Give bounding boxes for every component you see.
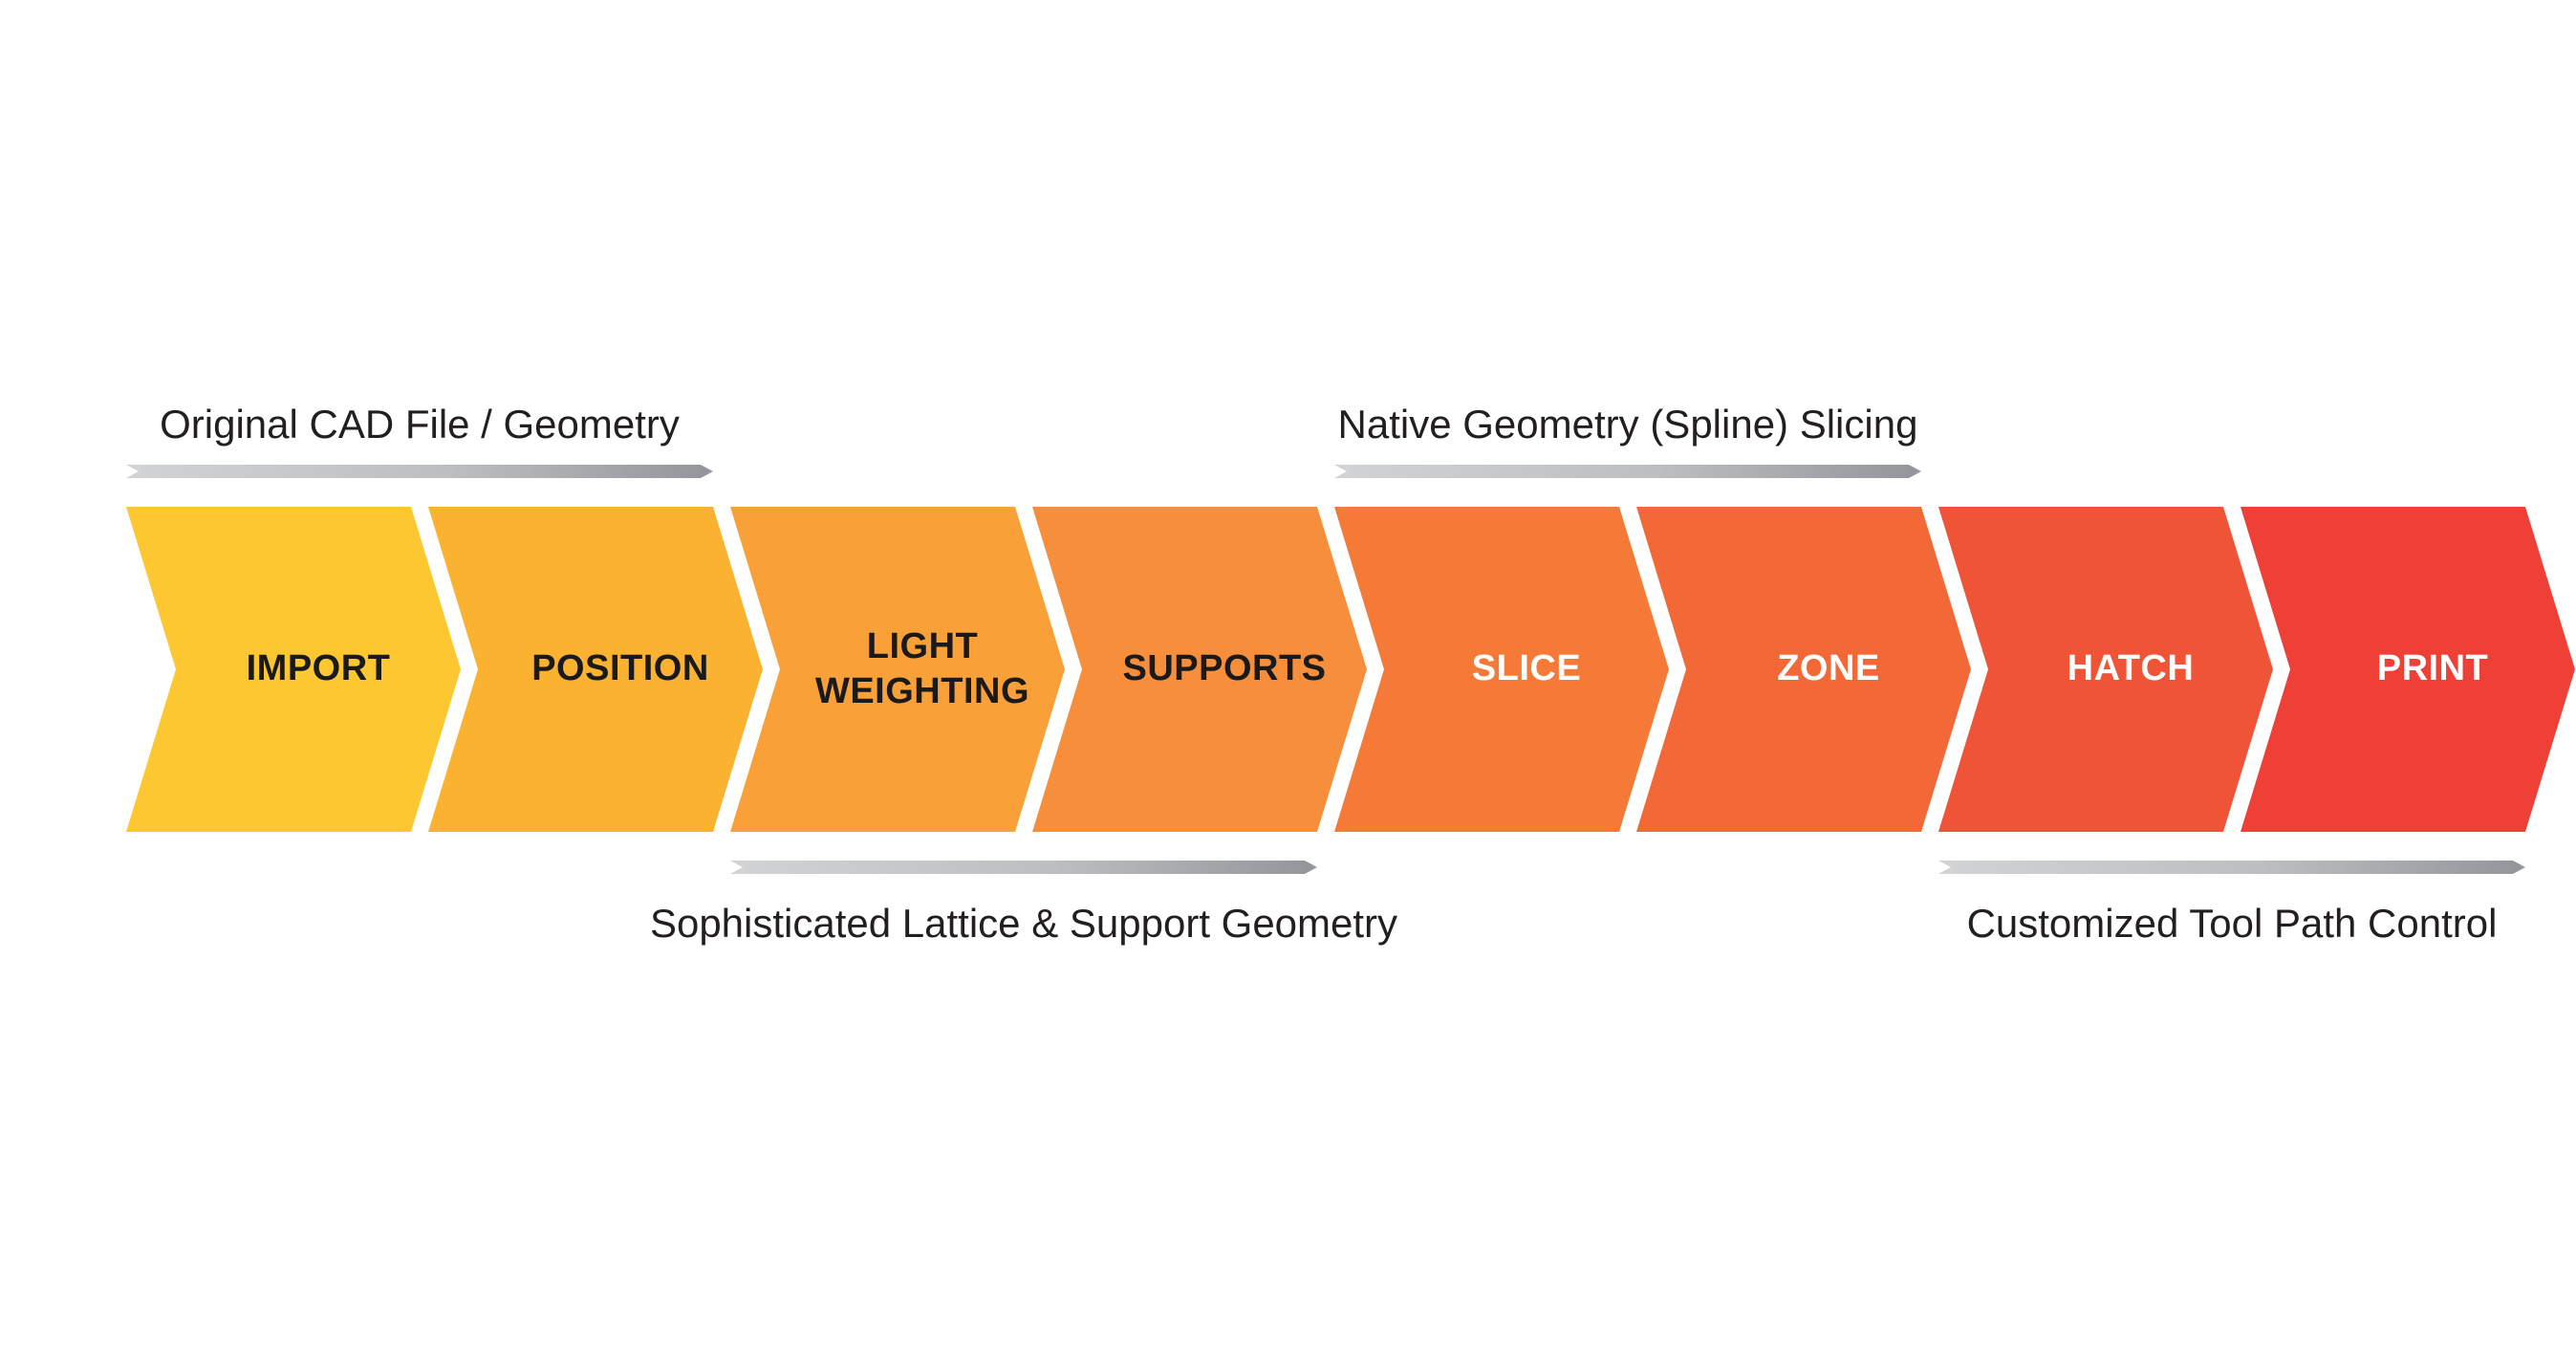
chevron-step-label: LIGHT WEIGHTING [814, 625, 1030, 711]
chevron-step-supports: SUPPORTS [1032, 507, 1367, 832]
chevron-step-position: POSITION [428, 507, 763, 832]
annotation-gradient-bar [1334, 465, 1921, 478]
chevron-step-light-weighting: LIGHT WEIGHTING [730, 507, 1065, 832]
chevron-step-hatch: HATCH [1938, 507, 2273, 832]
annotation-gradient-bar [730, 861, 1317, 874]
chevron-step-label: ZONE [1777, 648, 1880, 689]
annotation-gradient-bar [126, 465, 713, 478]
chevron-step-label: PRINT [2376, 648, 2489, 689]
chevron-step-label: IMPORT [246, 648, 391, 689]
chevron-step-import: IMPORT [126, 507, 461, 832]
annotation-label: Native Geometry (Spline) Slicing [1337, 402, 1918, 447]
annotation-label: Customized Tool Path Control [1966, 901, 2498, 946]
annotation-tool-path: Customized Tool Path Control [1754, 861, 2576, 949]
annotation-gradient-bar [1938, 861, 2525, 874]
chevron-step-label: SUPPORTS [1122, 648, 1327, 689]
chevron-step-slice: SLICE [1334, 507, 1669, 832]
chevron-step-label: POSITION [531, 648, 709, 689]
chevron-step-label: HATCH [2067, 648, 2195, 689]
annotation-label: Sophisticated Lattice & Support Geometry [649, 901, 1398, 946]
chevron-step-zone: ZONE [1636, 507, 1971, 832]
annotation-native-geometry: Native Geometry (Spline) Slicing [1150, 400, 2106, 478]
chevron-step-print: PRINT [2240, 507, 2575, 832]
annotation-lattice-support: Sophisticated Lattice & Support Geometry [546, 861, 1502, 949]
annotation-original-cad: Original CAD File / Geometry [0, 400, 898, 478]
annotation-label: Original CAD File / Geometry [160, 402, 680, 447]
chevron-step-label: SLICE [1471, 648, 1582, 689]
